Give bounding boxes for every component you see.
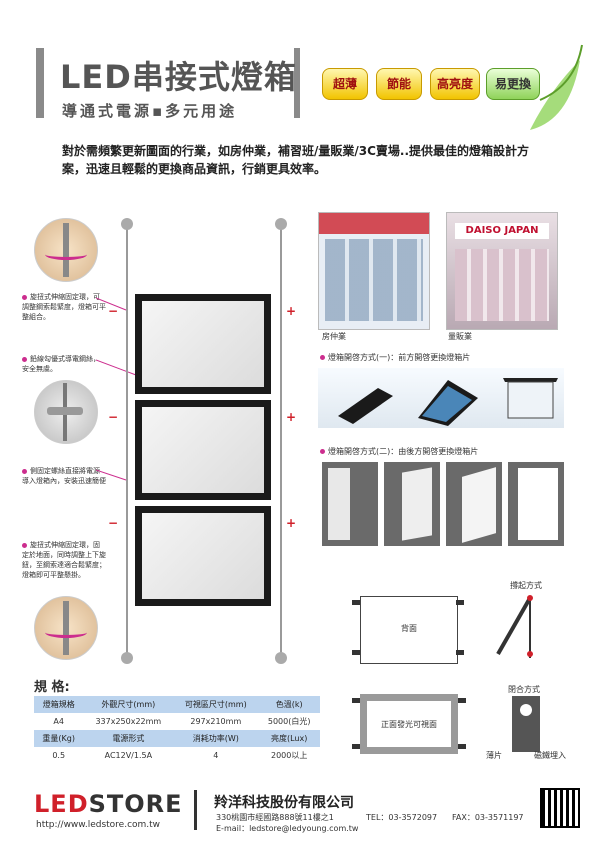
spec-value-row: A4 337x250x22mm 297x210mm 5000(白光)	[34, 713, 320, 730]
front-visible-label: 正面發光可視面	[381, 720, 437, 729]
intro-text: 對於需頻繁更新圖面的行業，如房仲業，補習班/量販業/3C賣場..提供最佳的燈箱設…	[62, 144, 530, 176]
lightbox-panel-3	[135, 506, 271, 606]
method-front-label: 燈箱開啓方式(一)：前方開啓更換燈箱片	[320, 352, 470, 363]
spec-cell: 燈箱規格	[34, 696, 84, 713]
plus-icon: +	[286, 410, 297, 424]
screw-closeup	[34, 380, 98, 444]
brand-logo: LEDSTORE	[34, 790, 183, 818]
back-view-box: 背面	[360, 596, 458, 664]
real-estate-photo	[318, 212, 430, 330]
spec-cell: 亮度(Lux)	[258, 730, 320, 747]
back-step-2-photo	[384, 462, 440, 546]
website-url: http://www.ledstore.com.tw	[36, 820, 161, 830]
sheet-label: 薄片	[486, 751, 502, 760]
note-side-screw: 側固定螺絲直接將電源導入燈箱內，安裝迅速簡便	[22, 467, 106, 485]
hook-icon	[352, 650, 360, 655]
back-step-4-photo	[508, 462, 564, 546]
hook-icon	[352, 698, 360, 703]
brand-led: LED	[34, 790, 89, 818]
spec-cell: 297x210mm	[173, 713, 259, 730]
note-knob-top: 旋扭式伸縮固定環，可調整鋼索鬆緊度，燈箱可平整組合。	[22, 293, 106, 321]
spec-cell: 5000(白光)	[258, 713, 320, 730]
knob-closeup-top	[34, 218, 98, 282]
store-photo: DAISO JAPAN	[446, 212, 558, 330]
plus-icon: +	[286, 304, 297, 318]
badge-thin: 超薄	[322, 68, 368, 100]
spec-cell: AC12V/1.5A	[83, 747, 174, 764]
spec-cell: 重量(Kg)	[34, 730, 84, 747]
note-knob-bottom: 旋扭式伸縮固定環，固定於地面，同時調整上下旋鈕，至鋼索達適合鬆緊度；燈箱即可平整…	[22, 541, 106, 579]
cable-left	[126, 222, 128, 660]
hook-icon	[352, 744, 360, 749]
footer-divider	[194, 790, 197, 830]
hook-icon	[352, 600, 360, 605]
spec-cell: 電源形式	[83, 730, 174, 747]
spec-value-row: 0.5 AC12V/1.5A 4 2000以上	[34, 747, 320, 764]
brand-store: STORE	[88, 790, 183, 818]
spec-cell: 4	[173, 747, 259, 764]
back-label: 背面	[401, 624, 417, 633]
caption-real-estate: 房仲業	[322, 332, 346, 341]
front-view-box: 正面發光可視面	[360, 694, 458, 754]
qr-code-icon	[540, 788, 580, 828]
spec-header-row: 重量(Kg) 電源形式 消耗功率(W) 亮度(Lux)	[34, 730, 320, 747]
spec-table: 燈箱規格 外觀尺寸(mm) 可視區尺寸(mm) 色溫(k) A4 337x250…	[34, 696, 320, 764]
company-fax: FAX：03-3571197	[452, 813, 524, 822]
lightbox-panel-1	[135, 294, 271, 394]
spec-cell: 外觀尺寸(mm)	[83, 696, 174, 713]
company-email: E-mail：ledstore@ledyoung.com.tw	[216, 824, 359, 833]
spec-cell: 可視區尺寸(mm)	[173, 696, 259, 713]
pointer-lines	[96, 297, 137, 481]
company-address: 330桃園市經國路888號11樓之1	[216, 813, 334, 822]
anchor-bottom-right-icon	[275, 652, 287, 664]
cable-right	[280, 222, 282, 660]
back-step-1-photo	[322, 462, 378, 546]
badge-energy: 節能	[376, 68, 422, 100]
leaf-decoration-icon	[530, 44, 583, 130]
badge-bright: 高亮度	[430, 68, 480, 100]
company-tel: TEL：03-3572097	[366, 813, 438, 822]
title-bar-left	[36, 48, 44, 118]
spec-cell: A4	[34, 713, 84, 730]
spec-cell: 0.5	[34, 747, 84, 764]
method-back-label: 燈箱開啓方式(二)：由後方開啓更換燈箱片	[320, 446, 478, 457]
lightbox-panel-2	[135, 400, 271, 500]
hook-icon	[458, 698, 466, 703]
anchor-bottom-left-icon	[121, 652, 133, 664]
minus-icon: −	[108, 410, 119, 424]
spec-cell: 2000以上	[258, 747, 320, 764]
badge-easy-change: 易更換	[486, 68, 540, 100]
knob-closeup-bottom	[34, 596, 98, 660]
caption-mass-retail: 量販業	[448, 332, 472, 341]
back-step-3-photo	[446, 462, 502, 546]
spec-header-row: 燈箱規格 外觀尺寸(mm) 可視區尺寸(mm) 色溫(k)	[34, 696, 320, 713]
title-bar-right	[294, 48, 300, 118]
hook-icon	[456, 600, 464, 605]
spec-heading: 規 格:	[34, 680, 70, 695]
plus-icon: +	[286, 516, 297, 530]
note-conductive-wire: 鉛線勾優式導電鋼絲，安全無虞。	[22, 355, 100, 373]
magnet-panel	[512, 696, 540, 752]
spec-cell: 337x250x22mm	[83, 713, 174, 730]
minus-icon: −	[108, 516, 119, 530]
close-method-label: 閉合方式	[508, 685, 540, 694]
lift-diagram-icon	[496, 595, 533, 658]
store-sign: DAISO JAPAN	[455, 223, 549, 239]
anchor-top-right-icon	[275, 218, 287, 230]
lift-method-label: 撐起方式	[510, 581, 542, 590]
company-name: 羚洋科技股份有限公司	[214, 795, 354, 811]
minus-icon: −	[108, 304, 119, 318]
magnet-label: 磁鐵埋入	[534, 751, 566, 760]
page-title: LED串接式燈箱	[60, 58, 297, 96]
page-subtitle: 導通式電源▪多元用途	[62, 102, 238, 120]
method-front-photos	[318, 368, 564, 428]
hook-icon	[456, 650, 464, 655]
spec-cell: 色溫(k)	[258, 696, 320, 713]
spec-cell: 消耗功率(W)	[173, 730, 259, 747]
anchor-top-left-icon	[121, 218, 133, 230]
hook-icon	[458, 744, 466, 749]
